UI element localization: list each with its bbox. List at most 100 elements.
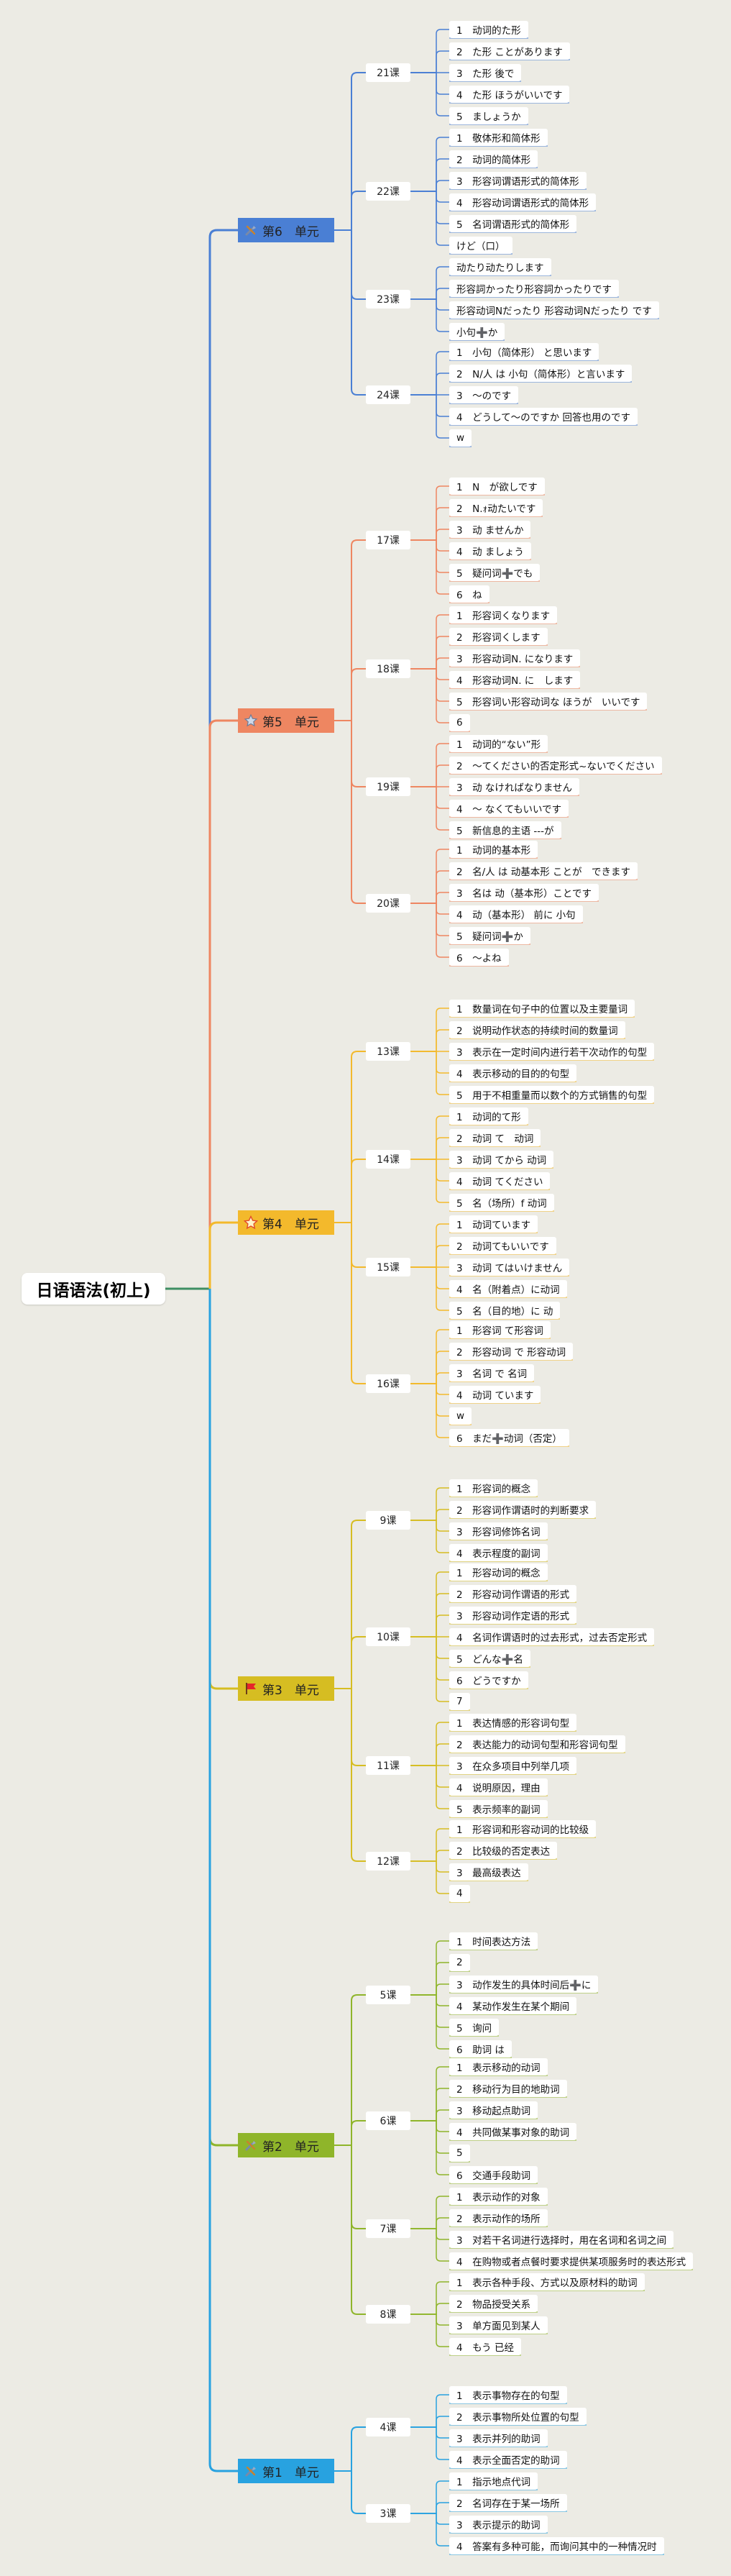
lesson-item[interactable]: 1 时间表达方法 (449, 1932, 538, 1950)
lesson-item[interactable]: 4 た形 ほうがいいです (449, 86, 570, 103)
unit-node[interactable]: 第5 单元 (238, 708, 334, 733)
lesson-item[interactable]: 4 もう 已经 (449, 2338, 521, 2355)
lesson-item[interactable]: 3 形容动词作定语的形式 (449, 1607, 577, 1624)
root-node[interactable]: 日语语法(初上) (22, 1273, 165, 1305)
lesson-item[interactable]: 4 名词作谓语时的过去形式，过去否定形式 (449, 1628, 655, 1645)
lesson-item[interactable]: 3 最高级表达 (449, 1863, 528, 1881)
lesson-node[interactable]: 6课 (366, 2111, 410, 2130)
unit-node[interactable]: 第2 单元 (238, 2133, 334, 2157)
lesson-item[interactable]: 2 表达能力的动词句型和形容词句型 (449, 1735, 625, 1753)
lesson-item[interactable]: 1 动词的た形 (449, 21, 528, 38)
lesson-item[interactable]: 6 まだ➕动词（否定） (449, 1429, 569, 1446)
lesson-item[interactable]: 5 形容词い形容动词な ほうが いいです (449, 693, 648, 710)
lesson-item[interactable]: 1 动词的て形 (449, 1107, 528, 1125)
lesson-item[interactable]: 1 形容词的概念 (449, 1479, 538, 1497)
lesson-item[interactable]: 2 形容词くします (449, 628, 548, 645)
lesson-item[interactable]: 形容动词Nだったり 形容动词Nだったり です (449, 301, 659, 319)
lesson-node[interactable]: 13课 (366, 1042, 410, 1061)
lesson-node[interactable]: 11课 (366, 1756, 410, 1775)
lesson-item[interactable]: 2 说明动作状态的持续时间的数量词 (449, 1021, 625, 1038)
lesson-item[interactable]: 形容詞かったり形容詞かったりです (449, 280, 619, 297)
lesson-item[interactable]: 3 动词 てはいけません (449, 1259, 570, 1276)
lesson-item[interactable]: 2 动词的简体形 (449, 150, 538, 168)
lesson-node[interactable]: 15课 (366, 1258, 410, 1276)
lesson-item[interactable]: 3 单方面见到某人 (449, 2316, 548, 2334)
lesson-item[interactable]: 2 形容动词作谓语的形式 (449, 1585, 577, 1602)
lesson-item[interactable]: 5 名词谓语形式的简体形 (449, 215, 577, 232)
lesson-item[interactable]: 4 どうして～のですか 回答也用のです (449, 408, 638, 425)
lesson-item[interactable]: w (449, 429, 472, 447)
lesson-item[interactable]: 4 动词 ています (449, 1386, 541, 1403)
lesson-item[interactable]: 2 名词存在于某一场所 (449, 2494, 567, 2511)
lesson-item[interactable]: 2 形容词作谓语时的判断要求 (449, 1501, 597, 1518)
lesson-item[interactable]: 6 どうですか (449, 1671, 528, 1689)
lesson-item[interactable]: 2 移动行为目的地助词 (449, 2080, 567, 2097)
lesson-item[interactable]: 4 说明原因，理由 (449, 1778, 548, 1796)
lesson-item[interactable]: 4 在购物或者点餐时要求提供某项服务时的表达形式 (449, 2252, 694, 2270)
lesson-node[interactable]: 18课 (366, 659, 410, 678)
lesson-item[interactable]: 5 疑问词➕でも (449, 564, 541, 581)
lesson-item[interactable]: 4 (449, 1885, 470, 1902)
lesson-item[interactable]: 4 动 ましょう (449, 542, 531, 559)
lesson-item[interactable]: 1 形容词 て形容词 (449, 1321, 551, 1338)
lesson-item[interactable]: 2 动词 て 动词 (449, 1129, 541, 1146)
lesson-node[interactable]: 3课 (366, 2504, 410, 2523)
lesson-node[interactable]: 7课 (366, 2219, 410, 2238)
lesson-item[interactable]: 4 表示程度的副词 (449, 1544, 548, 1561)
lesson-item[interactable]: 3 形容词修饰名词 (449, 1522, 548, 1540)
lesson-item[interactable]: 4 动词 てください (449, 1172, 551, 1189)
lesson-item[interactable]: 4 ～ なくてもいいです (449, 800, 569, 817)
lesson-item[interactable]: 3 表示提示的助词 (449, 2516, 548, 2533)
lesson-item[interactable]: 1 形容动词的概念 (449, 1563, 548, 1581)
lesson-item[interactable]: 6 助词 は (449, 2040, 512, 2057)
lesson-node[interactable]: 14课 (366, 1150, 410, 1169)
lesson-item[interactable]: 5 どんな➕名 (449, 1650, 530, 1667)
lesson-node[interactable]: 20课 (366, 894, 410, 913)
lesson-node[interactable]: 19课 (366, 777, 410, 796)
lesson-item[interactable]: w (449, 1407, 472, 1425)
lesson-item[interactable]: 1 表示动作的对象 (449, 2188, 548, 2205)
lesson-node[interactable]: 4课 (366, 2418, 410, 2436)
unit-node[interactable]: 第6 单元 (238, 218, 334, 242)
lesson-node[interactable]: 10课 (366, 1627, 410, 1646)
lesson-item[interactable]: 1 表示各种手段、方式以及原材料的助词 (449, 2273, 645, 2290)
lesson-item[interactable]: 2 た形 ことがあります (449, 42, 570, 60)
lesson-node[interactable]: 21课 (366, 63, 410, 82)
lesson-item[interactable]: 6 ～よね (449, 949, 509, 966)
lesson-item[interactable]: 3 表示并列的助词 (449, 2429, 548, 2447)
lesson-item[interactable]: 1 表达情感的形容词句型 (449, 1714, 577, 1731)
lesson-item[interactable]: 4 形容动词谓语形式的简体形 (449, 193, 597, 211)
lesson-item[interactable]: 3 表示在一定时间内进行若干次动作的句型 (449, 1043, 655, 1060)
lesson-item[interactable]: 3 名は 动（基本形）ことです (449, 884, 599, 901)
lesson-item[interactable]: 2 名/人 は 动基本形 ことが できます (449, 862, 638, 880)
lesson-item[interactable]: 2 N.ｫ动たいです (449, 499, 543, 516)
lesson-node[interactable]: 16课 (366, 1374, 410, 1393)
unit-node[interactable]: 第4 单元 (238, 1210, 334, 1235)
lesson-item[interactable]: 3 形容动词N. になります (449, 649, 581, 667)
lesson-item[interactable]: 1 形容词和形容动词的比较级 (449, 1820, 597, 1837)
lesson-item[interactable]: 3 形容词谓语形式的简体形 (449, 172, 587, 189)
lesson-node[interactable]: 12课 (366, 1852, 410, 1871)
lesson-item[interactable]: 3 ～のです (449, 386, 519, 403)
lesson-item[interactable]: 3 对若干名词进行选择时，用在名词和名词之间 (449, 2231, 674, 2248)
lesson-item[interactable]: 2 比较级的否定表达 (449, 1842, 558, 1859)
lesson-item[interactable]: 5 询问 (449, 2019, 500, 2036)
lesson-node[interactable]: 9课 (366, 1511, 410, 1530)
lesson-node[interactable]: 24课 (366, 385, 410, 404)
lesson-item[interactable]: 4 答案有多种可能，而询问其中的一种情况时 (449, 2537, 664, 2554)
lesson-item[interactable]: 小句➕か (449, 323, 505, 340)
lesson-item[interactable]: 2 物品授受关系 (449, 2295, 538, 2312)
lesson-item[interactable]: 3 动作发生的具体时间后➕に (449, 1976, 599, 1993)
lesson-item[interactable]: 2 表示动作的场所 (449, 2209, 548, 2226)
lesson-node[interactable]: 22课 (366, 182, 410, 201)
lesson-item[interactable]: 3 た形 後で (449, 64, 522, 81)
lesson-item[interactable]: 3 移动起点助词 (449, 2101, 538, 2119)
lesson-item[interactable]: 1 敬体形和简体形 (449, 129, 548, 146)
lesson-item[interactable]: 4 表示移动的目的的句型 (449, 1064, 577, 1082)
lesson-item[interactable]: 5 用于不相重量而以数个的方式销售的句型 (449, 1086, 655, 1103)
lesson-item[interactable]: 2 形容动词 で 形容动词 (449, 1343, 574, 1360)
lesson-item[interactable]: 3 在众多项目中列举几项 (449, 1757, 577, 1774)
lesson-item[interactable]: 2 N/人 は 小句（简体形）と言います (449, 365, 633, 382)
lesson-item[interactable]: けど（口） (449, 237, 512, 254)
lesson-item[interactable]: 3 动 なければなりません (449, 778, 579, 795)
